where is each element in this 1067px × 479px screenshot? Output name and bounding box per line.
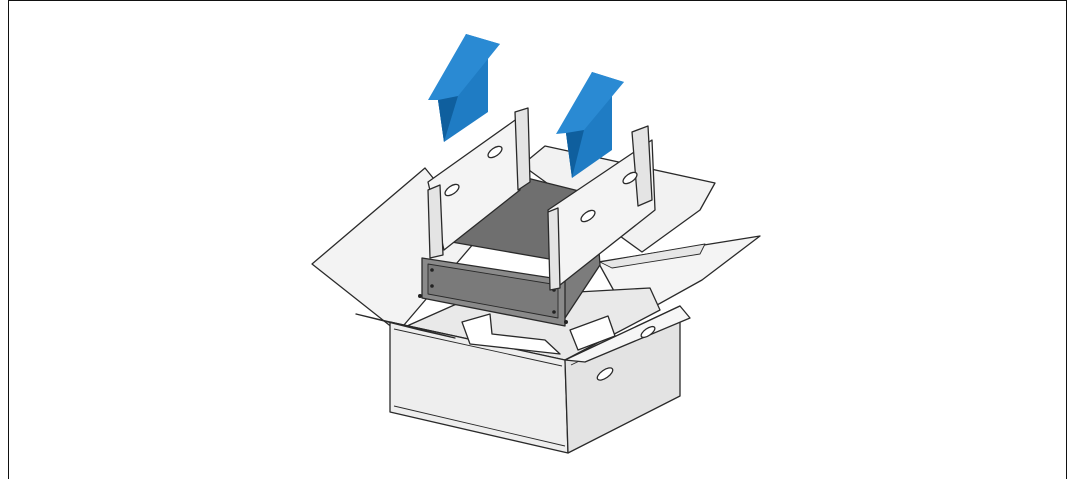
handle-hole xyxy=(580,209,596,223)
foam-insert xyxy=(569,315,616,351)
box-flap-right-inner xyxy=(599,243,706,269)
handle-hole xyxy=(622,171,638,185)
handle-hole xyxy=(640,325,656,339)
handle-hole xyxy=(596,367,614,381)
handle-hole xyxy=(487,145,503,159)
foam-insert xyxy=(461,313,561,355)
lift-arrow-icon xyxy=(556,72,624,178)
box-flap-front xyxy=(355,313,456,339)
handle-hole xyxy=(444,183,460,197)
lift-arrow-icon xyxy=(428,34,500,142)
box-flap-front-right xyxy=(564,305,691,363)
